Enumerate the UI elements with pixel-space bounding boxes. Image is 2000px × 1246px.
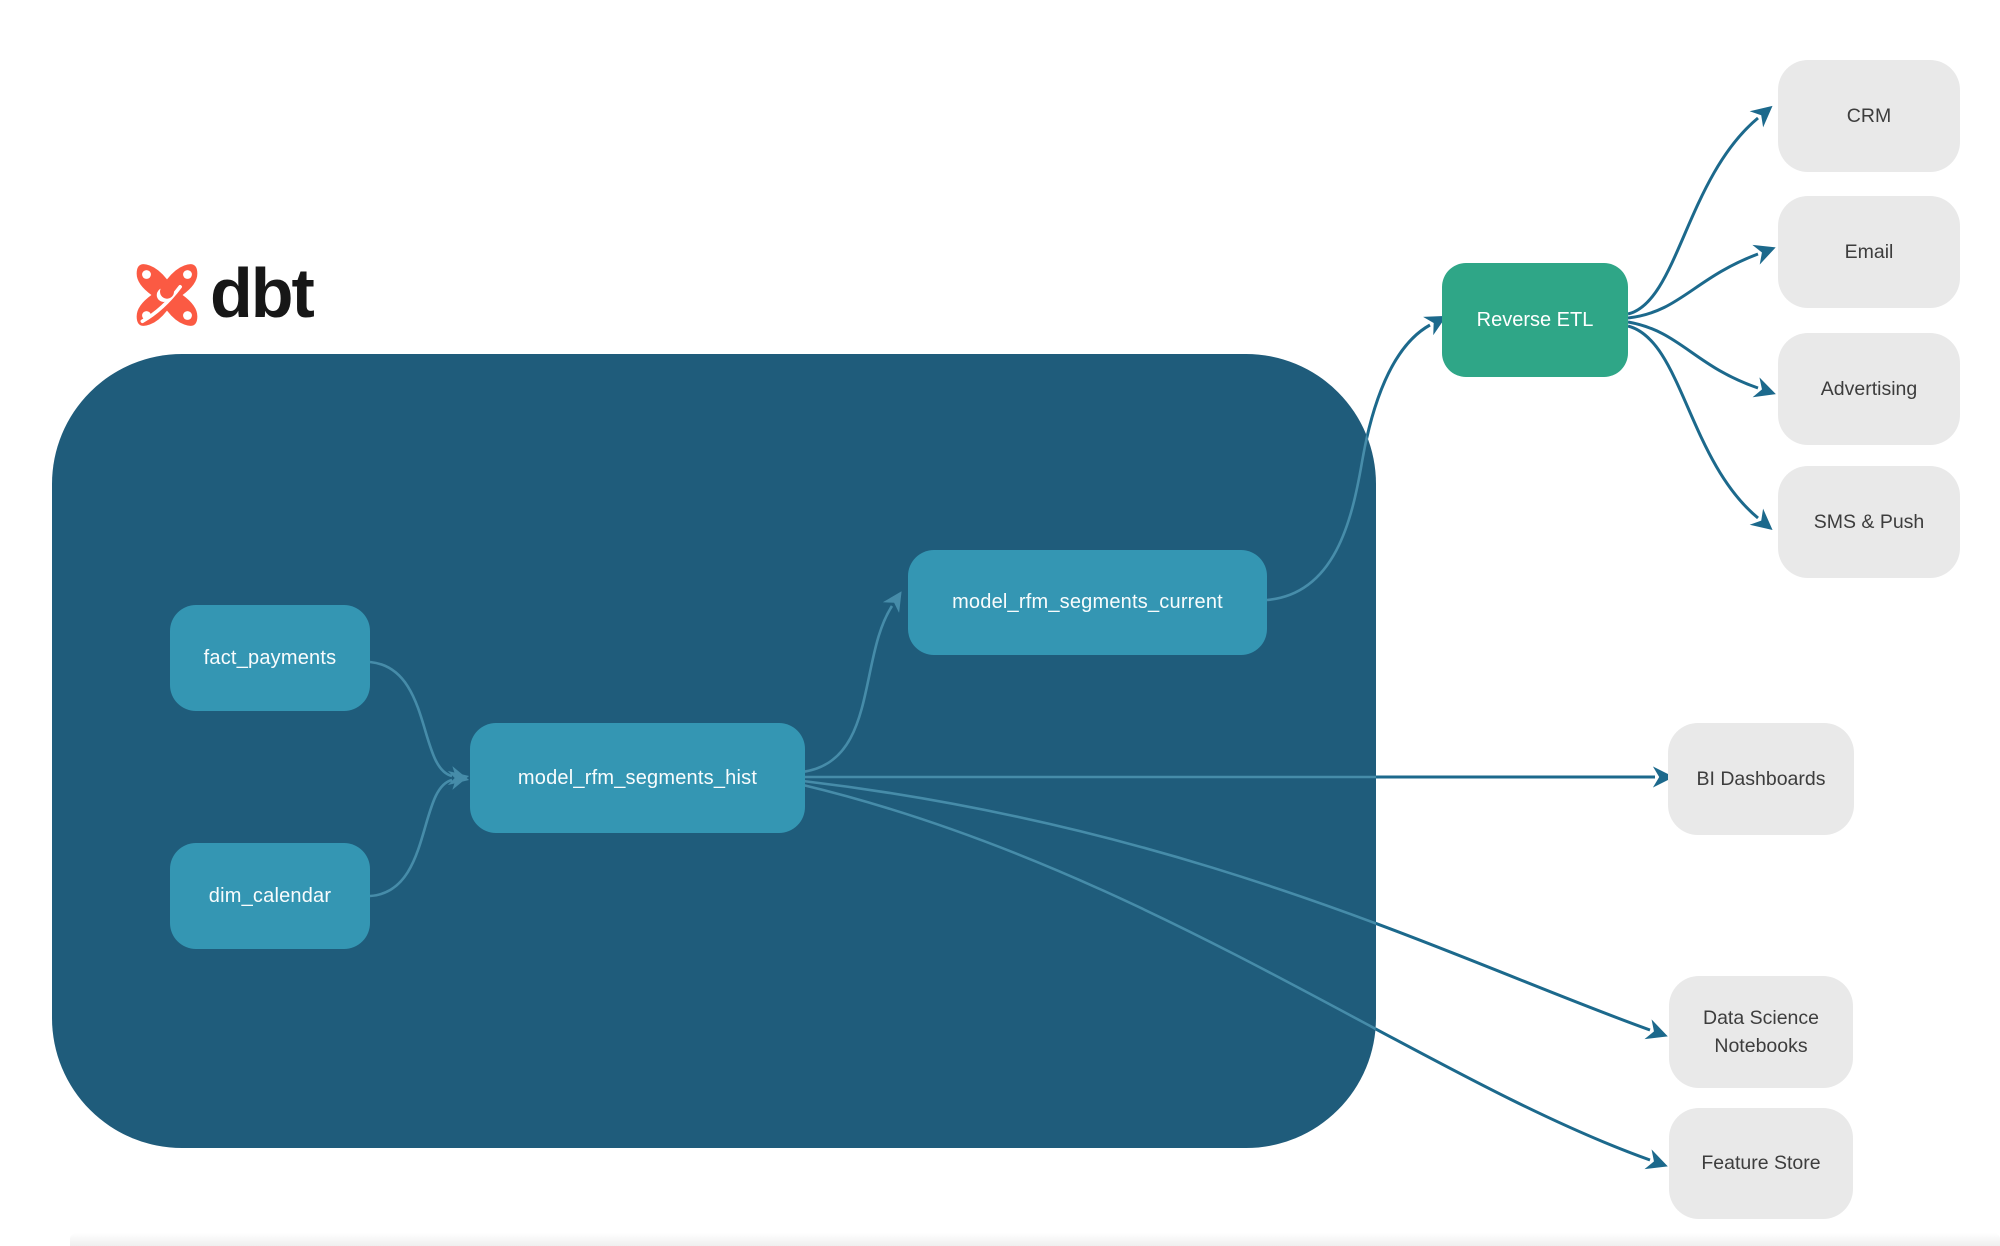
- bottom-edge-shadow: [70, 1233, 2000, 1246]
- node-crm: CRM: [1778, 60, 1960, 172]
- node-dim-calendar-label: dim_calendar: [208, 884, 332, 907]
- node-data-science-notebooks-label: Data Science Notebooks: [1703, 1006, 1819, 1057]
- node-model-rfm-segments-current-label: model_rfm_segments_current: [952, 591, 1223, 613]
- edge-hist-to-feature-store: [802, 783, 1668, 1170]
- node-reverse-etl: Reverse ETL: [1442, 263, 1628, 377]
- node-bi-dashboards-label: BI Dashboards: [1696, 767, 1826, 790]
- edge-dim-calendar-to-hist: [369, 770, 470, 898]
- node-email-label: Email: [1844, 240, 1894, 263]
- node-data-science-notebooks: Data Science Notebooks: [1669, 976, 1853, 1088]
- edge-current-to-reverse-etl: [1266, 315, 1447, 602]
- node-fact-payments-label: fact_payments: [203, 646, 337, 669]
- node-advertising: Advertising: [1778, 333, 1960, 445]
- edge-hist-to-notebooks: [802, 779, 1668, 1040]
- edge-reverse-etl-to-advertising: [1627, 320, 1776, 398]
- node-advertising-label: Advertising: [1820, 377, 1918, 400]
- node-reverse-etl-label: Reverse ETL: [1476, 308, 1594, 331]
- node-dim-calendar: dim_calendar: [170, 843, 370, 949]
- node-crm-label: CRM: [1846, 104, 1892, 127]
- node-model-rfm-segments-current: model_rfm_segments_current: [908, 550, 1267, 655]
- edge-fact-payments-to-hist: [369, 660, 470, 786]
- edge-reverse-etl-to-email: [1627, 244, 1776, 320]
- node-feature-store: Feature Store: [1669, 1108, 1853, 1219]
- node-bi-dashboards: BI Dashboards: [1668, 723, 1854, 835]
- node-model-rfm-segments-hist-label: model_rfm_segments_hist: [517, 766, 758, 789]
- dbt-logo: dbt: [126, 252, 315, 338]
- node-sms-push: SMS & Push: [1778, 466, 1960, 578]
- node-email: Email: [1778, 196, 1960, 308]
- node-feature-store-label: Feature Store: [1701, 1152, 1821, 1175]
- node-sms-push-label: SMS & Push: [1813, 510, 1925, 533]
- edge-hist-to-current: [801, 591, 902, 774]
- edge-reverse-etl-to-crm: [1627, 105, 1773, 316]
- edges-outside: [802, 105, 1776, 1170]
- node-fact-payments: fact_payments: [170, 605, 370, 711]
- node-model-rfm-segments-hist: model_rfm_segments_hist: [470, 723, 805, 833]
- dbt-logo-icon: [136, 264, 198, 326]
- dbt-wordmark: dbt: [210, 254, 315, 332]
- edge-reverse-etl-to-sms-push: [1627, 324, 1773, 531]
